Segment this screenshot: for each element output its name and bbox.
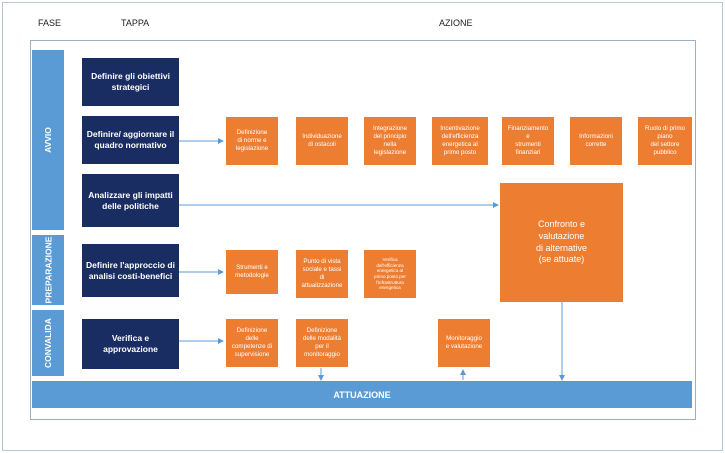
action-individuazione-ostacoli: Individuazione di ostacoli: [296, 117, 348, 165]
step-analisi-costi-benefici: Definire l'approccio di analisi costi-be…: [82, 244, 179, 297]
phase-convalida: CONVALIDA: [32, 310, 64, 376]
action-strumenti-metodologie: Strumenti e metodologie: [226, 250, 278, 294]
step-impatti-politiche: Analizzare gli impatti delle politiche: [82, 174, 179, 227]
header-tappa: TAPPA: [121, 18, 150, 28]
action-monitoraggio-valutazione: Monitoraggio e valutazione: [438, 319, 490, 367]
action-punto-di-vista-sociale: Punto di vista sociale e tassi di attual…: [296, 250, 348, 298]
action-finanziamento: Finanziamento e strumenti finanziari: [502, 117, 554, 165]
step-verifica-approvazione: Verifica e approvazione: [82, 319, 179, 369]
action-incentivazione: Incentivazione dell'efficienza energetic…: [432, 117, 488, 165]
action-ruolo-settore-pubblico: Ruolo di primo piano del settore pubblic…: [638, 117, 692, 165]
action-competenze-supervisione: Definizione delle competenze di supervis…: [226, 319, 278, 367]
action-norme-legislazione: Definizione di norme e legislazione: [226, 117, 278, 165]
diagram-frame: [30, 40, 696, 420]
action-informazioni-corrette: Informazioni corrette: [570, 117, 622, 165]
attuazione-bar: ATTUAZIONE: [32, 381, 692, 408]
confronto-alternative: Confronto e valutazione di alternative (…: [500, 183, 623, 302]
header-fase: FASE: [38, 18, 62, 28]
step-quadro-normativo: Definire/ aggiornare il quadro normativo: [82, 116, 179, 164]
step-obiettivi-strategici: Definire gli obiettivi strategici: [82, 58, 179, 106]
action-verifica-infrastruttura: Verifica dell'efficienza energetica al p…: [364, 250, 416, 298]
header-azione: AZIONE: [439, 18, 473, 28]
phase-avvio: AVVIO: [32, 50, 64, 230]
action-integrazione-principio: Integrazione del principio nella legisla…: [364, 117, 416, 165]
action-modalita-monitoraggio: Definizione delle modalità per il monito…: [296, 319, 348, 367]
phase-preparazione: PREPARAZIONE: [32, 235, 64, 305]
